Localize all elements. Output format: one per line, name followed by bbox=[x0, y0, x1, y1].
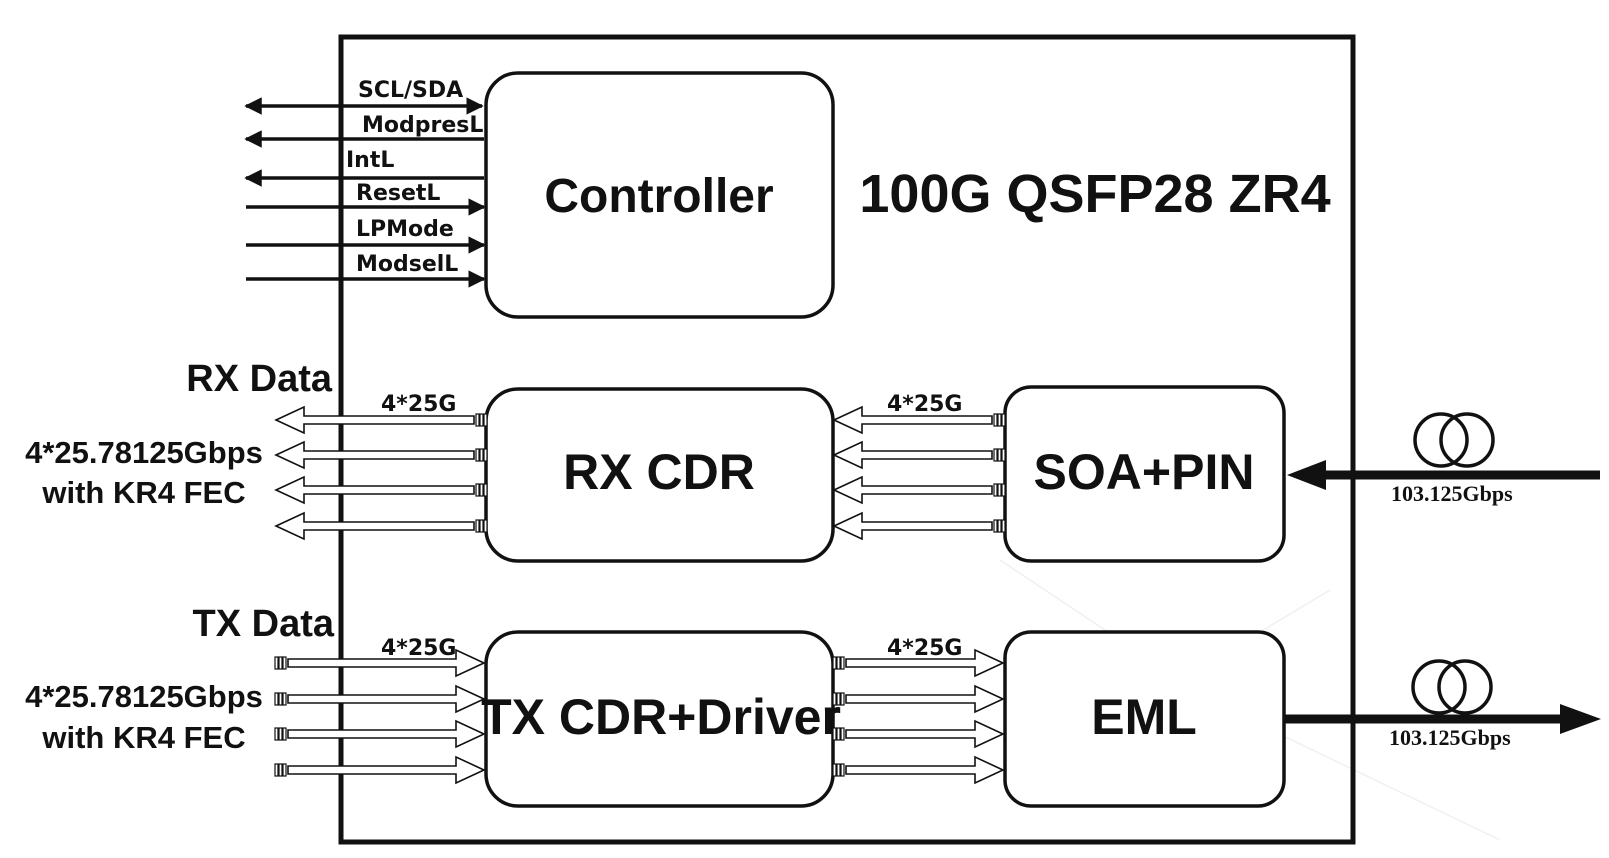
tx-lane-arrow bbox=[274, 755, 486, 785]
rx-lane-arrow bbox=[832, 405, 1006, 435]
tx-optical-rate: 103.125Gbps bbox=[1389, 725, 1511, 750]
tx-lane-arrow bbox=[832, 755, 1005, 785]
tx-lane-label-mid: 4*25G bbox=[887, 636, 963, 661]
tx-lane-arrow bbox=[274, 684, 486, 714]
rx-lane-label-left: 4*25G bbox=[381, 392, 457, 417]
rx-lane-arrow bbox=[832, 440, 1006, 470]
rx-data-title: RX Data bbox=[186, 358, 333, 400]
rx-fiber-coil-icon bbox=[1413, 412, 1495, 468]
rx-optical-input-arrowhead bbox=[1287, 460, 1326, 490]
module-enclosure bbox=[338, 34, 1356, 845]
rx-lanes-mid bbox=[832, 405, 1006, 541]
controller-label: Controller bbox=[544, 170, 773, 223]
tx-rate-line1: 4*25.78125Gbps bbox=[25, 679, 263, 714]
rx-lanes-left bbox=[274, 405, 488, 541]
signal-label-intl: IntL bbox=[346, 148, 394, 173]
rx-lane-arrow bbox=[274, 511, 488, 541]
tx-lane-label-left: 4*25G bbox=[381, 636, 457, 661]
signal-label-scl-sda: SCL/SDA bbox=[358, 78, 463, 103]
control-signals: SCL/SDA ModpresL IntL ResetL LPMode Mods… bbox=[244, 78, 486, 288]
rx-lane-arrow bbox=[832, 511, 1006, 541]
tx-optical-output-arrowhead bbox=[1560, 704, 1601, 734]
tx-cdr-driver-block bbox=[484, 630, 835, 808]
tx-lane-arrow bbox=[832, 648, 1005, 678]
rx-cdr-block bbox=[484, 387, 835, 563]
tx-lanes-left bbox=[274, 648, 486, 785]
signal-label-modpresl: ModpresL bbox=[362, 113, 483, 138]
module-title: 100G QSFP28 ZR4 bbox=[859, 164, 1330, 224]
signal-label-modsell: ModselL bbox=[356, 252, 458, 277]
tx-lanes-mid bbox=[832, 648, 1005, 785]
tx-lane-arrow bbox=[274, 648, 486, 678]
rx-lane-arrow bbox=[274, 475, 488, 505]
rx-rate-line2: with KR4 FEC bbox=[41, 475, 245, 510]
rx-lane-arrow bbox=[832, 475, 1006, 505]
signal-label-lpmode: LPMode bbox=[356, 217, 454, 242]
eml-label: EML bbox=[1091, 689, 1197, 745]
controller-block bbox=[484, 71, 835, 319]
tx-rate-line2: with KR4 FEC bbox=[41, 720, 245, 755]
rx-lane-arrow bbox=[274, 440, 488, 470]
tx-lane-arrow bbox=[832, 684, 1005, 714]
tx-cdr-driver-label: TX CDR+Driver bbox=[481, 689, 841, 745]
signal-label-resetl: ResetL bbox=[356, 181, 440, 206]
tx-lane-arrow bbox=[832, 719, 1005, 749]
tx-data-title: TX Data bbox=[193, 603, 335, 645]
rx-rate-line1: 4*25.78125Gbps bbox=[25, 435, 263, 470]
tx-lane-arrow bbox=[274, 719, 486, 749]
rx-optical-rate: 103.125Gbps bbox=[1391, 481, 1513, 506]
rx-lane-arrow bbox=[274, 405, 488, 435]
soa-pin-label: SOA+PIN bbox=[1034, 444, 1255, 500]
rx-cdr-label: RX CDR bbox=[563, 444, 755, 500]
tx-fiber-coil-icon bbox=[1411, 659, 1493, 715]
rx-lane-label-mid: 4*25G bbox=[887, 392, 963, 417]
soa-pin-block bbox=[1003, 385, 1286, 563]
